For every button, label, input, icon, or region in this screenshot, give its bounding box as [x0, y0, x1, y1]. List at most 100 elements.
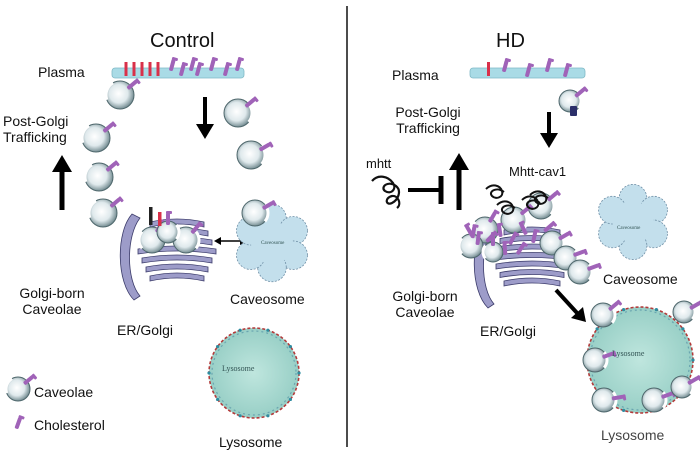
cholesterol-mark — [611, 394, 627, 401]
golgi-cisterna — [145, 263, 209, 273]
cholesterol-mark — [475, 230, 483, 246]
cholesterol-mark — [485, 230, 499, 243]
control-post-golgi-line2: Trafficking — [3, 129, 67, 146]
lysosome-dot — [207, 371, 211, 375]
caveola — [582, 347, 617, 373]
control-post-golgi-line1: Post-Golgi — [3, 113, 69, 129]
cholesterol-mark — [543, 220, 558, 233]
raft-marker — [132, 62, 136, 76]
lysosome-dot — [266, 328, 270, 332]
hd-inhibition-symbol — [408, 176, 444, 204]
caveola — [590, 299, 623, 328]
lysosome-dot — [238, 414, 242, 418]
caveola — [156, 211, 181, 244]
cholesterol-mark — [235, 57, 244, 72]
cholesterol-mark — [23, 373, 38, 385]
lysosome-dot — [691, 358, 695, 362]
cholesterol-mark — [502, 58, 511, 73]
caveola — [80, 121, 117, 153]
cholesterol-mark — [558, 230, 573, 241]
cholesterol-mark — [169, 57, 178, 72]
lysosome-dot — [681, 327, 685, 331]
control-golgi-born-line1: Golgi-born — [19, 285, 85, 301]
caveola — [236, 140, 274, 170]
hd-plasma-label: Plasma — [392, 67, 439, 83]
cholesterol-mark — [189, 57, 198, 72]
cholesterol-mark — [518, 220, 528, 235]
lysosome-dot — [297, 371, 301, 375]
hd-lysosome-label: Lysosome — [601, 427, 665, 443]
caveola — [4, 373, 38, 402]
cholesterol-mark — [525, 63, 534, 78]
control-golgi-raft-black — [149, 207, 153, 225]
hd-lysosome-inner-label: Lysosome — [612, 349, 645, 358]
lysosome-dot — [595, 327, 599, 331]
hd-er-golgi-label: ER/Golgi — [480, 323, 537, 339]
mhtt-aggregate — [529, 190, 549, 205]
cholesterol-mark — [602, 350, 617, 359]
lysosome-membrane — [211, 330, 297, 416]
golgi-cisterna — [141, 254, 213, 264]
cholesterol-mark — [516, 241, 528, 255]
legend-caveola-icon — [4, 373, 38, 402]
caveola — [641, 387, 676, 413]
er-membrane — [119, 213, 141, 301]
golgi-cisterna — [503, 277, 561, 287]
golgi-cisterna — [149, 272, 205, 282]
cholesterol-mark — [262, 200, 277, 210]
golgi-cisterna — [499, 269, 565, 278]
caveola — [591, 387, 627, 413]
hd-endocytosis-arrow — [540, 112, 558, 148]
lysosome-dot — [622, 307, 626, 312]
hd-caveosome-label: Caveosome — [603, 271, 678, 287]
control-lysosome — [207, 327, 301, 419]
legend-caveolae-label: Caveolae — [34, 384, 94, 400]
cholesterol-mark — [563, 63, 572, 78]
control-lysosome-inner-label: Lysosome — [222, 364, 255, 373]
lysosome-dot — [215, 344, 220, 349]
hd-post-golgi-label: Post-Golgi Trafficking — [388, 104, 468, 136]
hd-post-golgi-arrow — [449, 153, 469, 210]
cholesterol-mark — [209, 57, 218, 72]
cholesterol-mark — [166, 211, 172, 225]
cholesterol-mark — [179, 62, 188, 77]
mhtt-aggregate — [521, 195, 541, 210]
cholesterol-mark — [195, 62, 204, 77]
control-golgi-raft-red — [158, 212, 162, 226]
caveola — [241, 199, 277, 227]
hd-dark-raft — [570, 106, 577, 116]
hd-caveosome-inner-label: Caveosome — [617, 226, 641, 231]
cholesterol-mark — [109, 196, 124, 208]
cholesterol-mark — [608, 299, 623, 311]
raft-marker — [156, 62, 160, 76]
control-raft-markers — [124, 57, 244, 77]
hd-caveosome — [598, 183, 668, 261]
mhtt-aggregate — [496, 200, 516, 215]
cholesterol-mark — [223, 62, 232, 77]
cholesterol-mark — [502, 240, 509, 256]
hd-golgi-born-label: Golgi-born Caveolae — [385, 288, 465, 320]
mhtt-aggregate — [485, 184, 505, 199]
caveola — [481, 232, 504, 263]
control-caveolae — [80, 78, 277, 254]
caveola — [83, 160, 120, 192]
hd-mhtt-label: mhtt — [366, 156, 392, 171]
hd-golgi-born-line1: Golgi-born — [392, 288, 458, 304]
control-caveosome-label: Caveosome — [230, 291, 305, 307]
cholesterol-mark — [190, 221, 204, 234]
control-plasma-label: Plasma — [38, 64, 85, 80]
mhtt-protein-squiggle — [371, 175, 401, 209]
control-post-golgi-arrow — [52, 155, 72, 210]
cholesterol-mark — [573, 248, 588, 257]
cholesterol-mark — [508, 231, 520, 245]
legend-cholesterol-label: Cholesterol — [34, 417, 105, 433]
lysosome-dot — [288, 397, 293, 402]
hd-post-golgi-line2: Trafficking — [396, 120, 460, 137]
cholesterol-mark — [244, 96, 259, 108]
raft-marker — [487, 62, 490, 76]
control-caveosome — [236, 203, 308, 283]
cholesterol-mark — [105, 160, 120, 172]
hd-title: HD — [496, 30, 525, 52]
